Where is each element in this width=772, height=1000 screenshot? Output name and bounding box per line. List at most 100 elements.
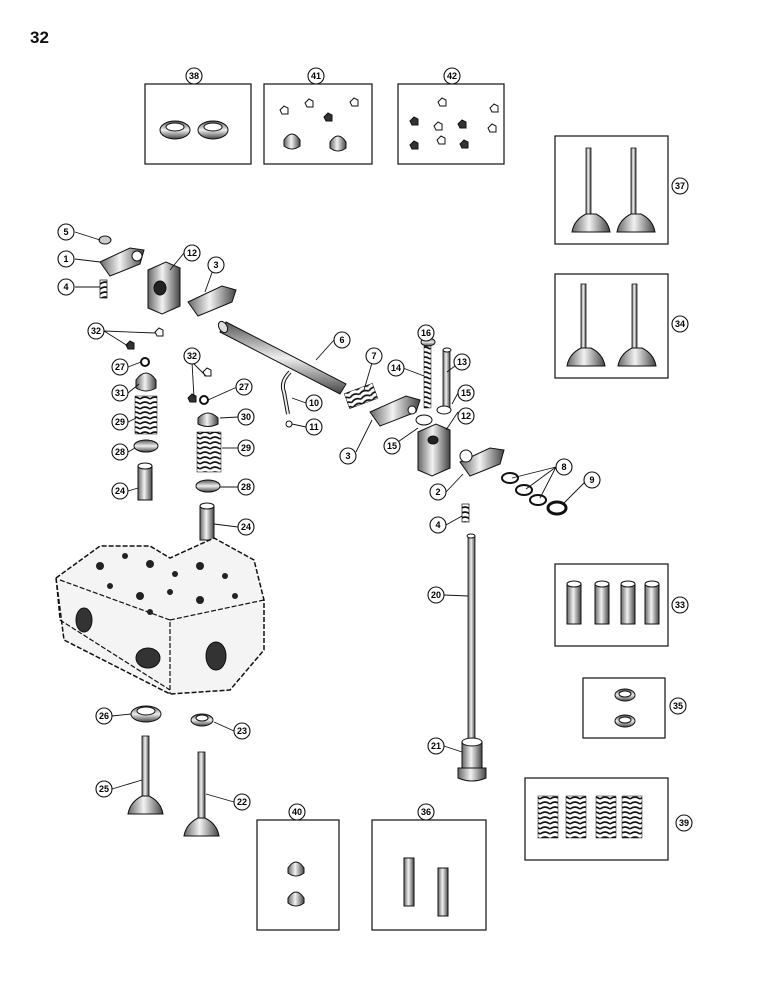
callout-30: 30 xyxy=(237,408,255,426)
callout-24: 24 xyxy=(111,482,129,500)
shaft-spring xyxy=(343,383,379,409)
valve-seat-23 xyxy=(190,713,214,727)
callout-circle xyxy=(95,707,113,725)
callout-label: 12 xyxy=(187,248,197,258)
callout-label: 30 xyxy=(241,412,251,422)
cylinder-head xyxy=(55,537,265,695)
callout-circle xyxy=(111,482,129,500)
valve-22 xyxy=(183,751,220,837)
rocker-shaft xyxy=(217,320,347,395)
callout-42: 42 xyxy=(443,67,461,85)
callout-27: 27 xyxy=(235,378,253,396)
callout-circle xyxy=(671,177,689,195)
callout-label: 35 xyxy=(673,701,683,711)
callout-circle xyxy=(183,244,201,262)
callout-34: 34 xyxy=(671,315,689,333)
callout-8: 8 xyxy=(555,458,573,476)
callout-label: 25 xyxy=(99,784,109,794)
callout-label: 27 xyxy=(239,382,249,392)
callout-label: 21 xyxy=(431,741,441,751)
callout-circle xyxy=(237,439,255,457)
callout-12: 12 xyxy=(183,244,201,262)
callout-circle xyxy=(457,407,475,425)
callout-label: 28 xyxy=(241,482,251,492)
callout-label: 15 xyxy=(387,441,397,451)
oil-tube xyxy=(280,370,293,428)
callout-circle xyxy=(339,447,357,465)
callout-label: 10 xyxy=(309,398,319,408)
page-number: 32 xyxy=(30,28,49,47)
callout-circle xyxy=(387,359,405,377)
callout-label: 16 xyxy=(421,328,431,338)
callout-circle xyxy=(427,737,445,755)
valve-stack-middle xyxy=(187,367,222,541)
callout-circle xyxy=(671,596,689,614)
callout-label: 38 xyxy=(189,71,199,81)
kit-box-42 xyxy=(397,83,505,165)
callout-label: 22 xyxy=(237,797,247,807)
callout-28: 28 xyxy=(237,478,255,496)
callout-7: 7 xyxy=(365,347,383,365)
callout-circle xyxy=(57,278,75,296)
callout-circle xyxy=(417,803,435,821)
callout-circle xyxy=(237,478,255,496)
callout-label: 11 xyxy=(309,422,319,432)
callout-25: 25 xyxy=(95,780,113,798)
rocker-arm-3-left xyxy=(187,285,237,317)
rocker-arm-left xyxy=(98,235,145,277)
callout-label: 6 xyxy=(339,335,344,345)
callout-circle xyxy=(671,315,689,333)
callout-40: 40 xyxy=(288,803,306,821)
callout-label: 13 xyxy=(457,357,467,367)
callout-circle xyxy=(429,483,447,501)
callout-label: 3 xyxy=(345,451,350,461)
callout-circle xyxy=(111,413,129,431)
callout-label: 24 xyxy=(241,522,251,532)
leader-lines xyxy=(74,231,586,803)
rocker-support-right xyxy=(415,414,451,477)
callout-circle xyxy=(237,408,255,426)
callout-circle xyxy=(417,324,435,342)
push-rod xyxy=(466,533,476,743)
kit-box-41 xyxy=(263,83,373,165)
callout-label: 32 xyxy=(187,351,197,361)
callout-label: 34 xyxy=(675,319,685,329)
callout-12: 12 xyxy=(457,407,475,425)
callout-circle xyxy=(429,516,447,534)
callout-41: 41 xyxy=(307,67,325,85)
rocker-support-left xyxy=(147,261,181,315)
callout-circle xyxy=(183,347,201,365)
callout-circle xyxy=(443,67,461,85)
callout-label: 33 xyxy=(675,600,685,610)
callout-circle xyxy=(427,586,445,604)
callout-21: 21 xyxy=(427,737,445,755)
kit-box-34 xyxy=(554,273,669,379)
rocker-arm-3-right xyxy=(369,395,421,427)
callout-circle xyxy=(233,722,251,740)
callout-label: 7 xyxy=(371,351,376,361)
kit-box-40 xyxy=(256,819,340,931)
callout-37: 37 xyxy=(671,177,689,195)
callout-3: 3 xyxy=(207,256,225,274)
callout-label: 20 xyxy=(431,590,441,600)
kit-box-37 xyxy=(554,135,669,245)
callout-10: 10 xyxy=(305,394,323,412)
callout-circle xyxy=(453,353,471,371)
callout-circle xyxy=(305,418,323,436)
shims-and-ring xyxy=(501,472,568,516)
callout-3: 3 xyxy=(339,447,357,465)
rocker-arm-2-right xyxy=(459,447,505,477)
callout-circle xyxy=(111,358,129,376)
callout-label: 2 xyxy=(435,487,440,497)
callout-label: 9 xyxy=(589,475,594,485)
callout-circle xyxy=(669,697,687,715)
valve-stack-left xyxy=(125,327,164,501)
kit-box-36 xyxy=(371,819,487,931)
callout-label: 42 xyxy=(447,71,457,81)
callout-1: 1 xyxy=(57,250,75,268)
callout-6: 6 xyxy=(333,331,351,349)
callout-circle xyxy=(57,223,75,241)
callout-label: 40 xyxy=(292,807,302,817)
